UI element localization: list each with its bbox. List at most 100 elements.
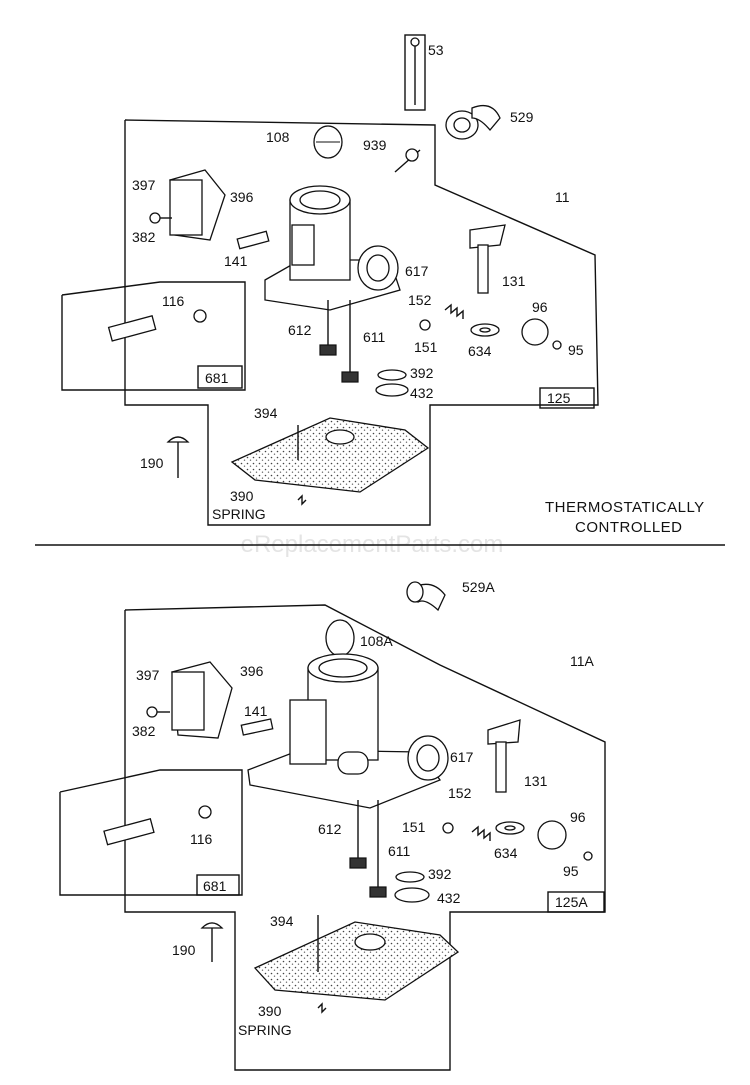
label-141-bottom: 141 bbox=[244, 703, 268, 719]
label-95-bottom: 95 bbox=[563, 863, 579, 879]
label-382-bottom: 382 bbox=[132, 723, 156, 739]
gasket-394-bottom-icon bbox=[253, 921, 460, 1001]
choke-plate-108-icon bbox=[313, 125, 343, 159]
screw-95-icon bbox=[552, 340, 562, 350]
label-382: 382 bbox=[132, 229, 156, 245]
label-141: 141 bbox=[224, 253, 248, 269]
screw-95-bottom-icon bbox=[583, 851, 593, 861]
washer-634-bottom-icon bbox=[495, 821, 525, 835]
label-529A: 529A bbox=[462, 579, 495, 595]
screw-190-top-icon bbox=[166, 436, 190, 478]
label-617-bottom: 617 bbox=[450, 749, 474, 765]
label-152-bottom: 152 bbox=[448, 785, 472, 801]
box-681-bottom bbox=[196, 874, 240, 896]
needle-valve-116-bottom-icon bbox=[103, 805, 212, 846]
label-432-bottom: 432 bbox=[437, 890, 461, 906]
box-label-125: 125 bbox=[547, 390, 571, 406]
spring-390-bottom-icon bbox=[317, 1002, 327, 1014]
label-108: 108 bbox=[266, 129, 290, 145]
label-634: 634 bbox=[468, 343, 492, 359]
label-617: 617 bbox=[405, 263, 429, 279]
spring-390-icon bbox=[297, 494, 307, 506]
label-151-bottom: 151 bbox=[402, 819, 426, 835]
label-96-bottom: 96 bbox=[570, 809, 586, 825]
elbow-529A-icon bbox=[406, 581, 446, 612]
outline-125 bbox=[124, 119, 599, 526]
carburetor-body-top-icon bbox=[264, 185, 401, 311]
label-108A: 108A bbox=[360, 633, 393, 649]
seal-432-icon bbox=[375, 383, 409, 397]
outline-681-bottom bbox=[59, 769, 243, 896]
fuel-shutoff-397-bottom-icon bbox=[171, 661, 233, 739]
label-11A: 11A bbox=[570, 653, 595, 669]
label-11: 11 bbox=[555, 189, 570, 205]
screw-151-bottom-icon bbox=[442, 822, 454, 834]
label-529: 529 bbox=[510, 109, 534, 125]
label-spring-top: SPRING bbox=[212, 506, 266, 522]
label-397-bottom: 397 bbox=[136, 667, 160, 683]
label-390-bottom: 390 bbox=[258, 1003, 282, 1019]
top-assembly: 681 125 53 529 11 108 939 bbox=[61, 34, 704, 536]
elbow-529-icon bbox=[445, 104, 501, 140]
label-190-bottom: 190 bbox=[172, 942, 196, 958]
label-151: 151 bbox=[414, 339, 438, 355]
label-131-bottom: 131 bbox=[524, 773, 548, 789]
outline-681 bbox=[61, 281, 246, 391]
outline-125A bbox=[124, 604, 606, 1071]
box-125 bbox=[539, 387, 595, 409]
label-392: 392 bbox=[410, 365, 434, 381]
spring-152-bottom-icon bbox=[471, 825, 491, 841]
box-label-681-top: 681 bbox=[205, 370, 229, 386]
pin-141-bottom-icon bbox=[240, 718, 274, 736]
box-53 bbox=[404, 34, 426, 111]
pin-141-icon bbox=[236, 230, 270, 250]
label-95: 95 bbox=[568, 342, 584, 358]
screw-190-bottom-icon bbox=[200, 922, 224, 962]
throttle-shaft-131-bottom-icon bbox=[487, 719, 521, 793]
seal-432-bottom-icon bbox=[394, 887, 430, 903]
fuel-shutoff-397-icon bbox=[169, 169, 226, 241]
label-116-bottom: 116 bbox=[190, 831, 213, 847]
washer-392-bottom-icon bbox=[395, 871, 425, 883]
screw-382-bottom-icon bbox=[146, 706, 170, 718]
label-397: 397 bbox=[132, 177, 156, 193]
box-125A bbox=[547, 891, 605, 913]
box-label-125A: 125A bbox=[555, 894, 588, 910]
label-53: 53 bbox=[428, 42, 444, 58]
label-116: 116 bbox=[162, 293, 185, 309]
box-label-681-bottom: 681 bbox=[203, 878, 227, 894]
label-634-bottom: 634 bbox=[494, 845, 518, 861]
gasket-394-icon bbox=[230, 417, 430, 493]
label-190: 190 bbox=[140, 455, 164, 471]
needle-valve-116-top-icon bbox=[107, 309, 207, 342]
label-432: 432 bbox=[410, 385, 434, 401]
label-152: 152 bbox=[408, 292, 432, 308]
note-line-2: CONTROLLED bbox=[575, 519, 683, 536]
label-612: 612 bbox=[288, 322, 312, 338]
screw-382-icon bbox=[149, 212, 172, 224]
label-612-bottom: 612 bbox=[318, 821, 342, 837]
box-681-top bbox=[197, 365, 243, 389]
label-spring-bottom: SPRING bbox=[238, 1022, 292, 1038]
label-394-bottom: 394 bbox=[270, 913, 294, 929]
screw-939-icon bbox=[394, 148, 421, 173]
label-939: 939 bbox=[363, 137, 387, 153]
plate-96-bottom-icon bbox=[537, 820, 567, 850]
spring-152-icon bbox=[444, 303, 464, 319]
carburetor-body-bottom-icon bbox=[247, 653, 449, 809]
label-390: 390 bbox=[230, 488, 254, 504]
label-611: 611 bbox=[363, 329, 386, 345]
label-131: 131 bbox=[502, 273, 526, 289]
label-396: 396 bbox=[230, 189, 254, 205]
label-96: 96 bbox=[532, 299, 548, 315]
bottom-assembly: 681 125A 529A 11A 108A 397 396 382 141 bbox=[59, 579, 616, 1071]
plate-96-icon bbox=[521, 318, 549, 346]
screw-151-icon bbox=[419, 319, 431, 331]
label-394: 394 bbox=[254, 405, 278, 421]
label-392-bottom: 392 bbox=[428, 866, 452, 882]
washer-634-icon bbox=[470, 323, 500, 337]
label-611-bottom: 611 bbox=[388, 843, 411, 859]
choke-plate-108A-icon bbox=[325, 619, 355, 657]
washer-392-icon bbox=[377, 369, 407, 381]
